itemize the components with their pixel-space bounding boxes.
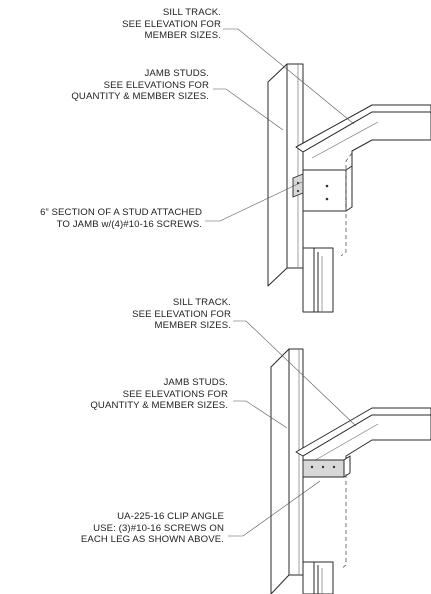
- callout-line: MEMBER SIZES.: [154, 320, 231, 331]
- clip-angle-leg: [302, 459, 345, 478]
- bottom-clip-angle: [302, 455, 351, 478]
- bottom-jamb-stud: [270, 348, 304, 594]
- callout-line: EACH LEG AS SHOWN ABOVE.: [80, 534, 224, 545]
- top-jamb-leader: [213, 88, 284, 131]
- bottom-jamb-studs-callout: JAMB STUDS. SEE ELEVATIONS FOR QUANTITY …: [90, 377, 228, 412]
- bottom-hidden-line: [340, 474, 347, 570]
- callout-line: JAMB STUDS.: [163, 377, 228, 388]
- top-sill-track: [295, 104, 431, 171]
- screw-icon: [332, 465, 336, 469]
- top-stud-web: [286, 63, 304, 269]
- top-stud-flange-face: [267, 63, 288, 287]
- bottom-clip-angle-callout: UA-225-16 CLIP ANGLE USE: (3)#10-16 SCRE…: [81, 511, 224, 546]
- screw-icon: [321, 465, 325, 469]
- top-sill-track-callout: SILL TRACK. SEE ELEVATION FOR MEMBER SIZ…: [122, 7, 221, 42]
- bottom-jamb-leader: [233, 400, 288, 429]
- callout-line: 6” SECTION OF A STUD ATTACHED: [40, 207, 202, 218]
- callout-line: JAMB STUDS.: [144, 68, 209, 79]
- callout-line: SILL TRACK.: [162, 7, 221, 18]
- callout-line: TO JAMB w/(4)#10-16 SCREWS.: [56, 218, 202, 230]
- top-stud-section: [292, 165, 353, 212]
- screw-icon: [325, 184, 329, 188]
- top-stud-section-flange: [292, 173, 304, 198]
- top-stud-section-face: [302, 169, 347, 212]
- top-stud-section-callout: 6” SECTION OF A STUD ATTACHED TO JAMB w/…: [40, 207, 202, 230]
- screw-icon: [296, 189, 300, 193]
- bottom-sill-track: [295, 407, 431, 475]
- callout-line: USE: (3)#10-16 SCREWS ON: [93, 522, 224, 534]
- callout-line: SILL TRACK.: [172, 297, 231, 308]
- bottom-lower-stud: [302, 561, 334, 594]
- bottom-sill-track-callout: SILL TRACK. SEE ELEVATION FOR MEMBER SIZ…: [132, 297, 231, 332]
- bottom-clip-leader: [228, 480, 321, 537]
- top-lower-stud: [302, 247, 334, 313]
- callout-line: SEE ELEVATION FOR: [132, 308, 231, 320]
- top-jamb-studs-callout: JAMB STUDS. SEE ELEVATIONS FOR QUANTITY …: [71, 68, 209, 103]
- top-stud-section-return: [345, 165, 353, 212]
- screw-icon: [325, 197, 329, 201]
- bottom-stud-flange-face: [270, 348, 290, 594]
- top-sill-track-web: [302, 111, 431, 171]
- bottom-sill-leader: [233, 320, 357, 427]
- callout-line: SEE ELEVATION FOR: [122, 18, 221, 30]
- callout-line: QUANTITY & MEMBER SIZES.: [71, 91, 209, 102]
- callout-line: SEE ELEVATIONS FOR: [103, 79, 209, 91]
- top-section-leader: [205, 181, 303, 222]
- callout-line: SEE ELEVATIONS FOR: [122, 388, 228, 400]
- top-sill-leader: [223, 28, 355, 125]
- screw-icon: [310, 465, 314, 469]
- callout-line: QUANTITY & MEMBER SIZES.: [90, 400, 228, 411]
- bottom-stud-web: [288, 348, 304, 576]
- callout-line: MEMBER SIZES.: [144, 30, 221, 41]
- top-jamb-stud: [267, 63, 304, 287]
- callout-line: UA-225-16 CLIP ANGLE: [117, 511, 224, 522]
- clip-angle-return: [343, 455, 351, 478]
